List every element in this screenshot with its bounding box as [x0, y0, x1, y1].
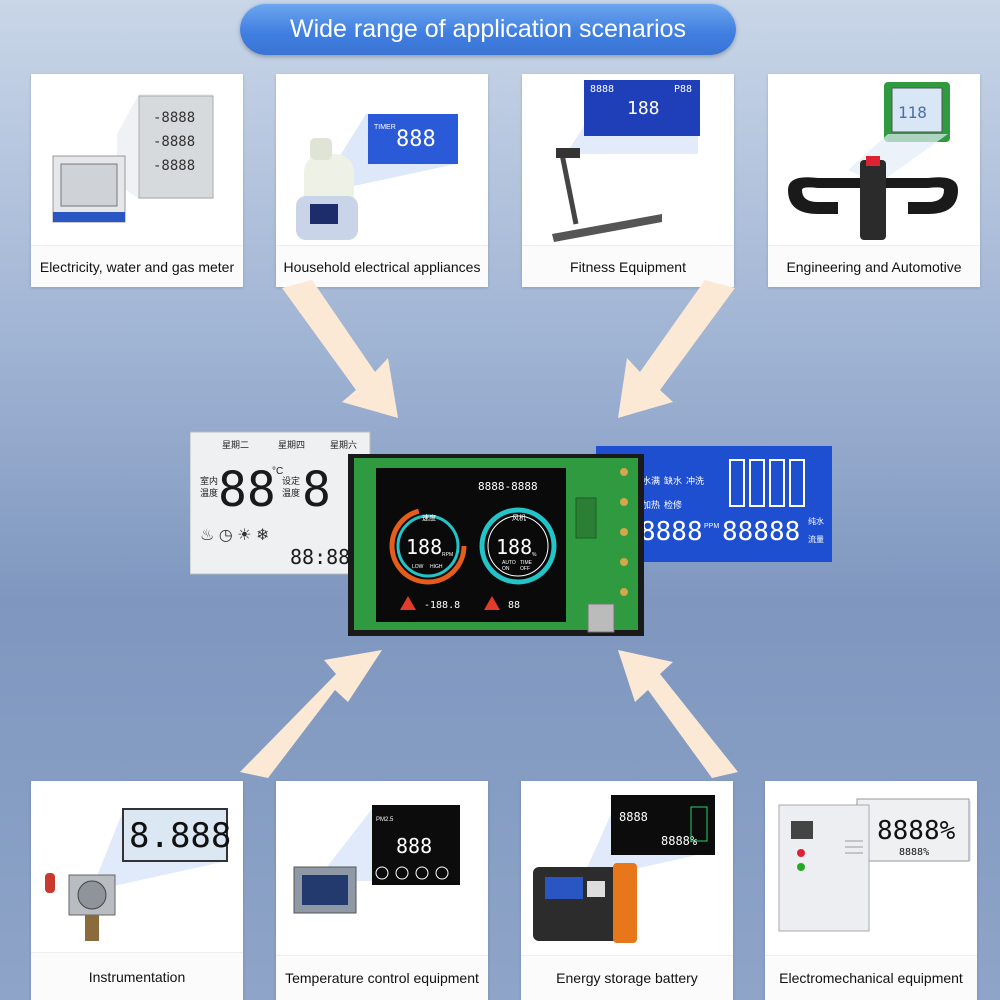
gauge-value: 188 — [406, 535, 442, 559]
gauge-value: 188 — [496, 535, 532, 559]
card-temperature-control: 888 PM2.5 Temperature control equipment — [276, 781, 488, 1000]
svg-text:-8888: -8888 — [153, 134, 195, 150]
svg-text:8888: 8888 — [619, 810, 648, 824]
card-household-appliances: 888 TIMER Household electrical appliance… — [276, 74, 488, 287]
lcd-label: 温度 — [200, 487, 218, 498]
gauge-label: 风机 — [512, 513, 526, 522]
warning-icon — [484, 596, 500, 610]
gauge-on: ON — [502, 566, 510, 572]
unit-label: PPM — [704, 523, 719, 530]
lcd-label: 设定 — [282, 475, 300, 486]
svg-text:P88: P88 — [674, 84, 692, 95]
gauge-high: HIGH — [430, 564, 443, 570]
big-digits: 88 — [218, 462, 276, 518]
card-instrumentation: 8.888 Instrumentation — [31, 781, 243, 1000]
arrow-bottom-left — [240, 650, 382, 778]
caption: Instrumentation — [31, 952, 243, 1000]
caption: Temperature control equipment — [276, 955, 488, 1000]
svg-text:PM2.5: PM2.5 — [376, 817, 394, 823]
svg-text:8888: 8888 — [590, 84, 614, 95]
gauge-auto: AUTO — [502, 560, 516, 566]
page-title: Wide range of application scenarios — [240, 3, 736, 55]
arrow-top-left — [282, 280, 398, 418]
arrow-top-right — [618, 280, 735, 418]
svg-text:118: 118 — [898, 103, 927, 122]
digits: 88888 — [722, 517, 800, 547]
caption: Engineering and Automotive — [768, 245, 980, 287]
unit-label: °C — [272, 466, 283, 477]
electrical-cabinet-icon: 8888% 8888% — [765, 781, 977, 953]
gauge-unit: RPM — [442, 552, 453, 558]
weather-icons: ♨ ◷ ☀ ❄ — [200, 527, 269, 544]
lcd-label: 流量 — [808, 534, 824, 544]
lcd-label: 水满 — [642, 475, 660, 486]
day-label: 星期二 — [222, 440, 249, 450]
power-meter-icon: -8888 -8888 -8888 — [31, 74, 243, 246]
lcd-label: 纯水 — [808, 516, 824, 526]
arrow-bottom-right — [618, 650, 738, 778]
lcd-label: 冲洗 — [686, 475, 704, 486]
caption: Household electrical appliances — [276, 245, 488, 287]
card-energy-storage: 8888 8888% Energy storage battery — [521, 781, 733, 1000]
bottom-value: -188.8 — [424, 600, 460, 611]
lcd-label: 温度 — [282, 487, 300, 498]
treadmill-icon: 188 8888 P88 — [522, 74, 734, 246]
center-display-group: 星期二 星期四 星期六 室内 温度 88 °C 设定 温度 8 88:88 ♨ … — [190, 431, 832, 636]
svg-text:-8888: -8888 — [153, 110, 195, 126]
caption: Fitness Equipment — [522, 245, 734, 287]
svg-text:888: 888 — [396, 127, 436, 152]
card-fitness-equipment: 188 8888 P88 Fitness Equipment — [522, 74, 734, 287]
top-row-digits: 8888-8888 — [478, 480, 538, 493]
power-station-icon: 8888 8888% — [521, 781, 733, 953]
caption: Electromechanical equipment — [765, 955, 977, 1000]
card-electromechanical: 8888% 8888% Electromechanical equipment — [765, 781, 977, 1000]
clock-digits: 88:88 — [290, 545, 350, 569]
gauge-unit: % — [532, 552, 537, 558]
gas-detector-icon: 8.888 — [31, 781, 243, 953]
gauge-off: OFF — [520, 566, 530, 572]
digits: 8888 — [640, 517, 703, 547]
day-label: 星期四 — [278, 440, 305, 450]
svg-text:8.888: 8.888 — [129, 816, 231, 856]
svg-text:8888%: 8888% — [899, 847, 929, 858]
white-lcd-display: 星期二 星期四 星期六 室内 温度 88 °C 设定 温度 8 88:88 ♨ … — [190, 431, 371, 575]
thermostat-panel-icon: 888 PM2.5 — [276, 781, 488, 953]
bottom-value: 88 — [508, 600, 520, 611]
svg-text:8888%: 8888% — [661, 834, 698, 848]
gauge-label: 速度 — [422, 513, 436, 522]
lcd-label: 检修 — [664, 499, 682, 510]
lcd-label: 室内 — [200, 475, 218, 486]
gauge-low: LOW — [412, 564, 424, 570]
day-label: 星期六 — [330, 439, 357, 450]
card-electricity-meter: -8888 -8888 -8888 Electricity, water and g… — [31, 74, 243, 287]
lcd-label: 加热 — [642, 499, 660, 510]
svg-text:8888%: 8888% — [877, 816, 956, 846]
caption: Electricity, water and gas meter — [31, 245, 243, 287]
lcd-label: 缺水 — [664, 475, 682, 486]
svg-text:888: 888 — [396, 834, 432, 858]
svg-text:8: 8 — [302, 462, 331, 518]
card-engineering-automotive: 118 Engineering and Automotive — [768, 74, 980, 287]
svg-text:-8888: -8888 — [153, 158, 195, 174]
caption: Energy storage battery — [521, 955, 733, 1000]
svg-text:TIMER: TIMER — [374, 124, 396, 131]
pcb-tft-display: 8888-8888 速度 188 RPM LOW HIGH 风机 188 % A… — [348, 454, 644, 636]
svg-text:188: 188 — [627, 98, 660, 119]
gauge-time: TIME — [520, 560, 533, 566]
handle-controller-icon: 118 — [768, 74, 980, 246]
warning-icon — [400, 596, 416, 610]
baby-bottle-warmer-icon: 888 TIMER — [276, 74, 488, 246]
